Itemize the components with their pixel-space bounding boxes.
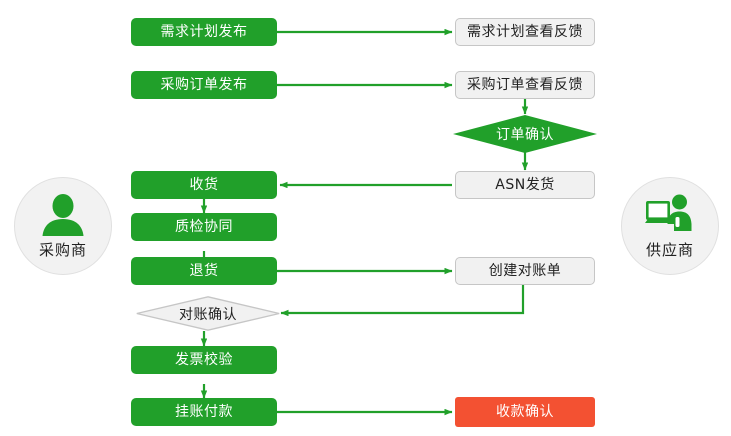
node-invoice-verify-label: 发票校验 [175, 352, 233, 368]
node-quality-collab[interactable]: 质检协同 [131, 213, 277, 241]
actor-buyer-label: 采购商 [38, 240, 87, 259]
node-demand-plan-feedback-label: 需求计划查看反馈 [467, 24, 583, 40]
node-statement-confirm-label: 对账确认 [179, 306, 237, 323]
node-po-feedback-label: 采购订单查看反馈 [467, 77, 583, 93]
node-asn-shipment[interactable]: ASN发货 [455, 171, 595, 199]
node-demand-plan-publish[interactable]: 需求计划发布 [131, 18, 277, 46]
node-demand-plan-publish-label: 需求计划发布 [160, 24, 248, 40]
node-po-publish-label: 采购订单发布 [160, 77, 248, 93]
diamond-shape-green [453, 115, 597, 153]
node-po-publish[interactable]: 采购订单发布 [131, 71, 277, 99]
person-icon [42, 193, 84, 236]
node-create-statement[interactable]: 创建对账单 [455, 257, 595, 285]
node-return-goods[interactable]: 退货 [131, 257, 277, 285]
node-asn-shipment-label: ASN发货 [495, 177, 555, 193]
node-receipt-confirm[interactable]: 收款确认 [455, 397, 595, 427]
node-statement-confirm[interactable]: 对账确认 [136, 296, 280, 331]
node-payable-payment[interactable]: 挂账付款 [131, 398, 277, 426]
diamond-shape-gray [136, 296, 280, 331]
person-at-computer-icon [645, 194, 692, 231]
node-receive-goods-label: 收货 [189, 177, 219, 193]
node-payable-payment-label: 挂账付款 [175, 404, 233, 420]
node-demand-plan-feedback[interactable]: 需求计划查看反馈 [455, 18, 595, 46]
node-invoice-verify[interactable]: 发票校验 [131, 346, 277, 374]
node-order-confirm[interactable]: 订单确认 [453, 115, 597, 153]
node-create-statement-label: 创建对账单 [488, 263, 562, 279]
node-receipt-confirm-label: 收款确认 [496, 404, 554, 420]
actor-supplier[interactable]: 供应商 [621, 177, 719, 275]
node-order-confirm-label: 订单确认 [496, 127, 554, 143]
node-receive-goods[interactable]: 收货 [131, 171, 277, 199]
actor-buyer[interactable]: 采购商 [14, 177, 112, 275]
node-quality-collab-label: 质检协同 [175, 219, 233, 235]
node-po-feedback[interactable]: 采购订单查看反馈 [455, 71, 595, 99]
edge-create-statement-to-statement-confirm [280, 285, 525, 317]
actor-supplier-label: 供应商 [645, 240, 694, 259]
node-return-goods-label: 退货 [189, 263, 219, 279]
